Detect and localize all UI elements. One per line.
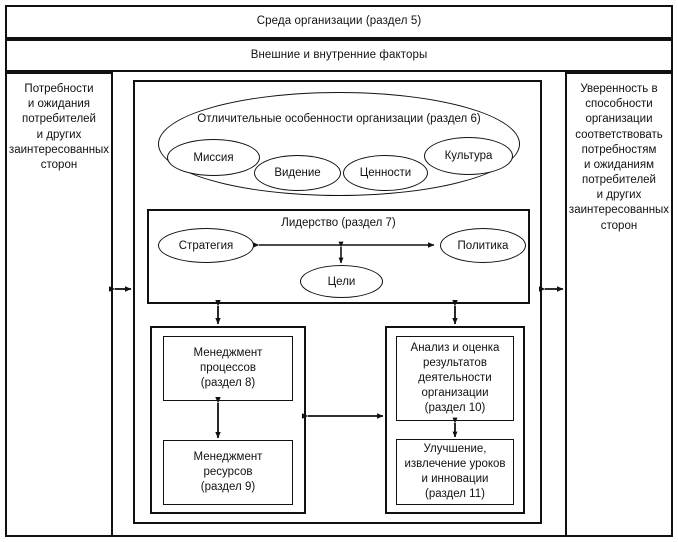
leadership-box [147, 209, 530, 304]
objectives-label: Цели [327, 275, 356, 288]
process-management-box [163, 336, 293, 401]
policy-label: Политика [457, 239, 509, 252]
process-management-label: Менеджмент процессов (раздел 8) [193, 347, 263, 389]
right-confidence-panel-label: Уверенность в способности организации со… [568, 83, 670, 232]
values-label: Ценности [359, 167, 412, 179]
objectives-ellipse: Цели [300, 265, 383, 298]
environment-band [5, 5, 673, 39]
factors-band-label: Внешние и внутренние факторы [250, 48, 428, 61]
organization-identity-ellipse [158, 92, 520, 196]
mission-label: Миссия [193, 151, 234, 164]
culture-label: Культура [444, 150, 493, 162]
policy-ellipse: Политика [440, 228, 526, 263]
strategy-label: Стратегия [178, 239, 234, 252]
right-group-frame [385, 326, 525, 514]
leadership-title: Лидерство (раздел 7) [281, 217, 396, 230]
strategy-ellipse: Стратегия [158, 228, 254, 263]
factors-band [5, 39, 673, 72]
improvement-innovation-box [396, 439, 514, 505]
vision-ellipse: Видение [254, 155, 341, 191]
right-confidence-panel [565, 72, 673, 537]
improvement-innovation-label: Улучшение, извлечение уроков и инновации… [404, 443, 506, 500]
resource-management-box [163, 440, 293, 505]
performance-analysis-label: Анализ и оценка результатов деятельности… [410, 342, 500, 414]
left-stakeholder-panel-label: Потребности и ожидания потребителей и др… [8, 83, 110, 171]
culture-ellipse: Культура [424, 137, 513, 175]
organization-identity-title: Отличительные особенности организации (р… [197, 113, 481, 126]
left-stakeholder-panel [5, 72, 113, 537]
environment-band-label: Среда организации (раздел 5) [256, 15, 422, 28]
left-group-frame [150, 326, 306, 514]
resource-management-label: Менеджмент ресурсов (раздел 9) [193, 451, 263, 493]
mission-ellipse: Миссия [167, 139, 260, 176]
values-ellipse: Ценности [343, 155, 428, 191]
management-system-frame [133, 80, 542, 524]
vision-label: Видение [274, 167, 321, 179]
